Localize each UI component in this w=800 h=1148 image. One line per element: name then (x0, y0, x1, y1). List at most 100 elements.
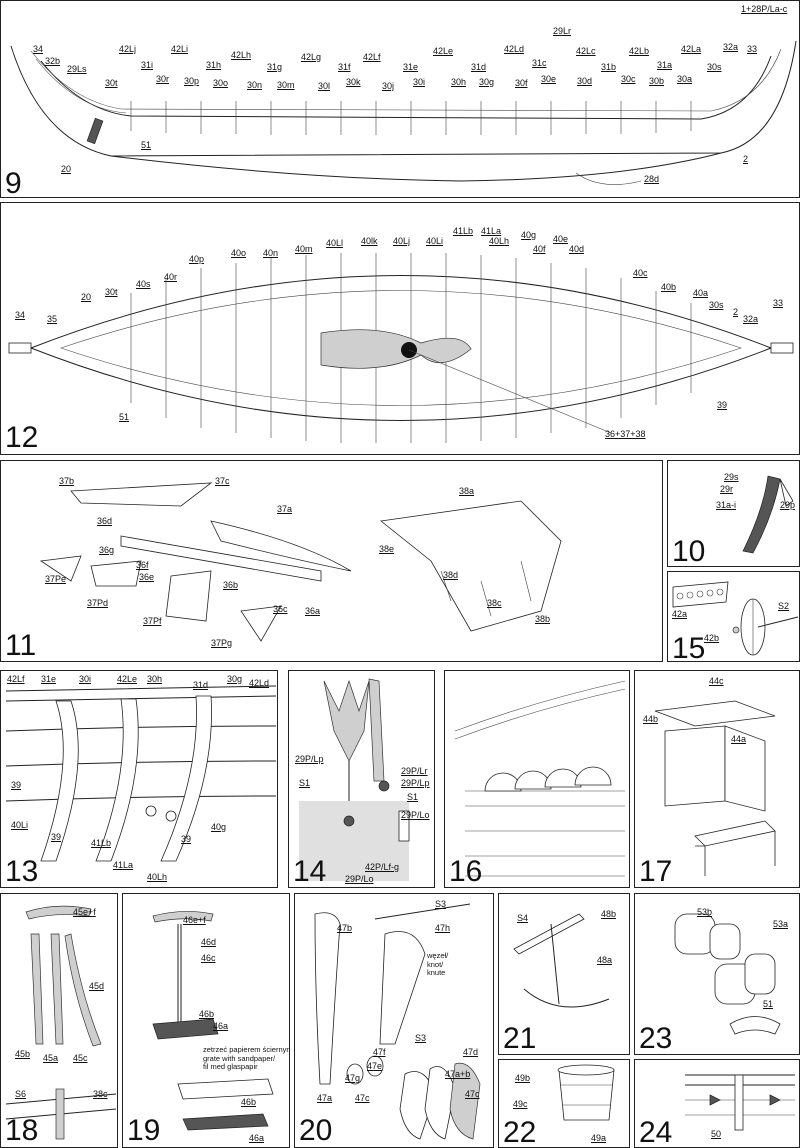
part-label: 36+37+38 (605, 429, 646, 439)
part-label: 40n (263, 248, 279, 258)
part-label: 40Lh (147, 872, 168, 882)
part-label: 42Lg (301, 52, 322, 62)
part-label: 31f (338, 62, 351, 72)
part-label: 46a (213, 1021, 229, 1031)
part-label: 44c (709, 676, 724, 686)
part-label: 38a (459, 486, 475, 496)
panel-number: 21 (503, 1022, 537, 1055)
part-label: 40g (211, 822, 227, 832)
part-label: 41Lb (91, 838, 112, 848)
part-label: 47c (465, 1089, 480, 1099)
part-label: 42b (704, 633, 720, 643)
hull-top-drawing (8, 253, 794, 443)
panel-19-oar: 19 zetrzeć papierem ściernym/ grate with… (122, 893, 290, 1148)
part-label: 32a (743, 314, 759, 324)
part-label: 29Ls (67, 64, 87, 74)
part-label: 47a+b (445, 1069, 471, 1079)
part-label: 31e (41, 674, 57, 684)
panel-number: 14 (293, 855, 327, 888)
part-label: 45e+f (73, 907, 96, 917)
part-label: 42Lj (119, 44, 137, 54)
part-label: 47c (355, 1093, 370, 1103)
part-label: 46c (201, 953, 216, 963)
part-label: 41La (481, 226, 502, 236)
shield-drawing (672, 581, 799, 656)
part-label: 30p (184, 76, 200, 86)
part-label: 40Ll (326, 238, 344, 248)
part-label: 46b (199, 1009, 215, 1019)
part-label: 39 (717, 400, 728, 410)
part-label: 51 (119, 412, 130, 422)
part-label: 33 (773, 298, 784, 308)
part-label: 30c (621, 74, 636, 84)
part-label: 31d (193, 680, 209, 690)
part-label: 30r (156, 74, 170, 84)
part-label: 53a (773, 919, 789, 929)
part-label: 42Lb (629, 46, 650, 56)
part-label: 30g (479, 77, 495, 87)
part-label: 40r (164, 272, 178, 282)
part-label: 2 (743, 154, 749, 164)
part-label: 53b (697, 907, 713, 917)
part-label: 47a (317, 1093, 333, 1103)
rudder-drawing (314, 903, 481, 1140)
part-label: 41Lb (453, 226, 474, 236)
part-label: S3 (415, 1033, 427, 1043)
part-label: 42Lf (7, 674, 25, 684)
part-label: 37Pe (45, 574, 67, 584)
part-label: 51 (141, 140, 152, 150)
part-label: 31b (601, 62, 617, 72)
part-label: 46b (241, 1097, 257, 1107)
part-label: 40g (521, 230, 537, 240)
part-label: 42a (672, 609, 688, 619)
part-label: 29P/Lr (401, 766, 428, 776)
part-label: 40Lh (489, 236, 510, 246)
part-label: 40e (553, 234, 569, 244)
part-label: 36d (97, 516, 113, 526)
oar-ports-drawing (674, 913, 781, 1035)
part-label: 40a (693, 288, 709, 298)
part-label: 45d (89, 981, 105, 991)
part-label: 30h (451, 77, 467, 87)
mast-fittings-drawing (299, 678, 410, 881)
part-label: 30g (227, 674, 243, 684)
panel-number: 11 (5, 629, 37, 662)
part-label: 31g (267, 62, 283, 72)
sea-chest-drawing (654, 700, 776, 876)
part-label: 1+28P/La-c (741, 4, 788, 14)
panel-number: 10 (672, 535, 706, 567)
part-label: 29Lr (553, 26, 572, 36)
part-label: 31a-i (716, 500, 737, 510)
panel-number: 9 (5, 167, 22, 198)
part-label: 30d (577, 76, 593, 86)
part-label: 38c (487, 598, 502, 608)
part-label: 42Lc (576, 46, 596, 56)
part-label: 40Li (11, 820, 29, 830)
part-label: 40Li (426, 236, 444, 246)
part-label: 29P/Lp (401, 778, 430, 788)
part-label: 36b (223, 580, 239, 590)
mast-fish (86, 117, 104, 145)
mast-step-parts (39, 482, 562, 642)
part-label: 30h (147, 674, 163, 684)
part-label: 38d (443, 570, 459, 580)
panel-number: 17 (639, 855, 673, 888)
part-label: 36a (305, 606, 321, 616)
part-label: 42La (681, 44, 702, 54)
part-label: 38e (379, 544, 395, 554)
part-label: 30e (541, 74, 557, 84)
part-label: 49b (515, 1073, 531, 1083)
part-label: 47f (373, 1047, 386, 1057)
part-label: 35 (47, 314, 58, 324)
part-label: 42Ld (504, 44, 525, 54)
part-label: 46d (201, 937, 217, 947)
part-label: 42P/Lf-g (365, 862, 400, 872)
part-label: 40b (661, 282, 677, 292)
part-label: 39 (181, 834, 192, 844)
part-label: 42Li (171, 44, 189, 54)
